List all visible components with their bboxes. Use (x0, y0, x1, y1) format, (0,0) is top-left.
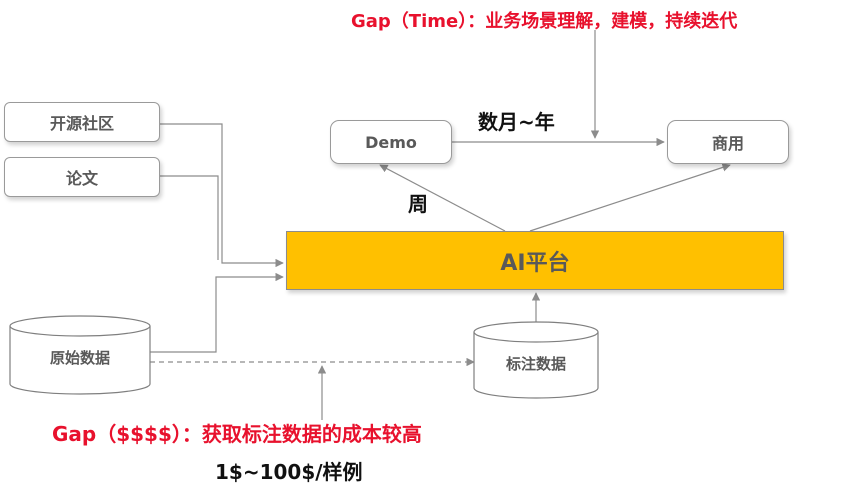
open-source-community-label: 开源社区 (49, 114, 114, 133)
platform-to-commercial-connector (529, 163, 731, 232)
open-source-community-box: 开源社区 (4, 102, 160, 142)
raw-data-to-platform-connector (150, 272, 284, 353)
ai-platform-label: AI平台 (500, 250, 570, 276)
platform-to-demo-connector (379, 164, 506, 232)
papers-label: 论文 (65, 169, 98, 188)
labeled-data-cylinder (473, 321, 599, 399)
demo-box: Demo (330, 120, 452, 164)
commercial-label: 商用 (711, 134, 744, 153)
labeled-data-label: 标注数据 (505, 354, 566, 373)
papers-to-platform-connector (160, 175, 219, 260)
demo-label: Demo (365, 132, 417, 152)
platform-to-demo-duration: 周 (408, 192, 428, 216)
commercial-box: 商用 (667, 120, 789, 164)
papers-box: 论文 (4, 157, 160, 197)
cost-gap-text: Gap（$$$$）：获取标注数据的成本较高 (52, 422, 422, 446)
raw-data-label: 原始数据 (49, 348, 110, 367)
raw-data-cylinder (9, 315, 151, 395)
demo-to-commercial-duration: 数月~年 (478, 110, 555, 134)
open-source-to-platform-connector (160, 123, 284, 268)
time-gap-text: Gap（Time）：业务场景理解，建模，持续迭代 (351, 11, 738, 32)
cost-per-sample-text: 1$~100$/样例 (215, 460, 363, 484)
ai-platform-box: AI平台 (286, 231, 784, 290)
